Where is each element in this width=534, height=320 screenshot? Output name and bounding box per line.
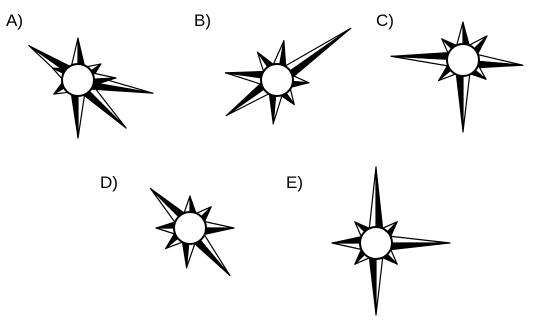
option-b-star-hub-circle bbox=[261, 64, 293, 96]
option-e-star-ray-4-dark bbox=[369, 255, 376, 315]
option-c-star-hub-circle bbox=[447, 44, 479, 76]
option-a-star-hub-circle bbox=[62, 64, 94, 96]
option-a-star-ray-5-dark bbox=[71, 92, 78, 138]
option-a-star-ray-5-light bbox=[78, 92, 85, 138]
option-e-star-hub-circle bbox=[360, 227, 392, 259]
option-a-star-ray-6-dark bbox=[82, 88, 127, 128]
option-c-label: C) bbox=[376, 11, 394, 30]
option-e-star bbox=[332, 167, 450, 315]
option-c-star-ray-4-dark bbox=[456, 72, 463, 132]
option-d: D) bbox=[100, 173, 234, 275]
option-e: E) bbox=[286, 167, 450, 315]
option-a-label: A) bbox=[6, 11, 23, 30]
option-e-star-ray-2-dark bbox=[388, 243, 450, 250]
option-e-label: E) bbox=[286, 173, 303, 192]
option-e-star-ray-4-light bbox=[376, 255, 383, 315]
option-b-star bbox=[226, 28, 351, 123]
option-e-star-ray-0-dark bbox=[376, 167, 383, 231]
option-e-star-ray-0-light bbox=[369, 167, 376, 231]
option-d-star bbox=[150, 188, 234, 275]
option-b-label: B) bbox=[194, 11, 211, 30]
option-a: A) bbox=[6, 11, 153, 138]
option-d-label: D) bbox=[100, 173, 118, 192]
option-a-star bbox=[29, 38, 153, 138]
option-d-star-hub-circle bbox=[174, 212, 206, 244]
option-c: C) bbox=[376, 11, 523, 132]
option-c-star-ray-4-light bbox=[463, 72, 470, 132]
option-b: B) bbox=[194, 11, 351, 124]
option-c-star bbox=[391, 22, 523, 132]
option-e-star-ray-2-light bbox=[388, 236, 450, 243]
option-b-star-ray-0-dark bbox=[287, 28, 351, 78]
